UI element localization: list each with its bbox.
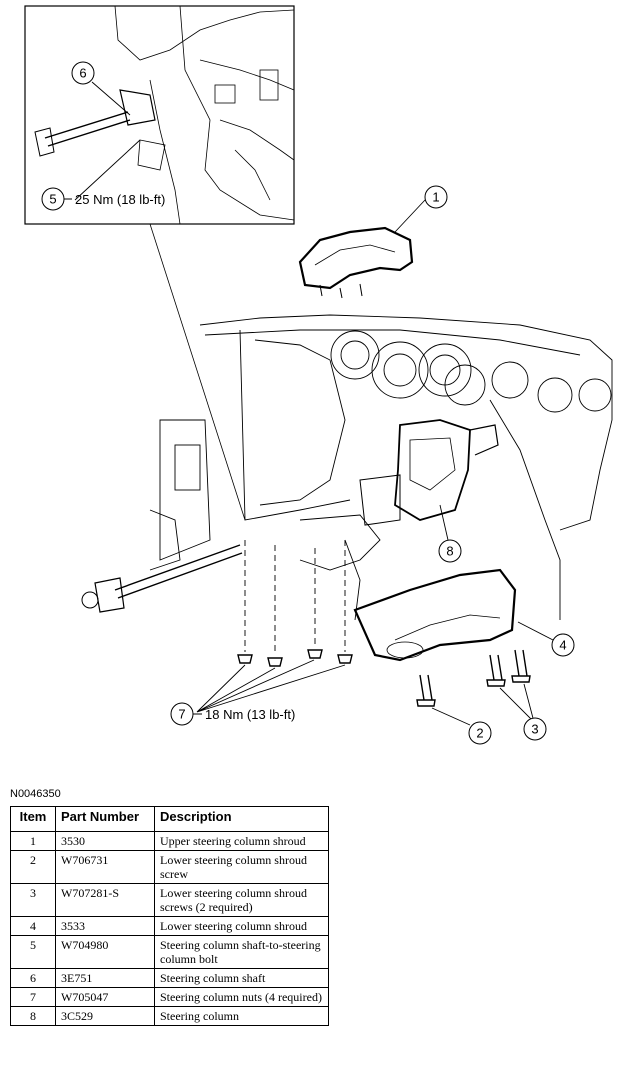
shroud-screws [416,649,531,707]
parts-table: Item Part Number Description 1 3530 Uppe… [10,806,329,1026]
instrument-panel [149,314,613,621]
table-row: 8 3C529 Steering column [10,1006,329,1026]
steering-column [359,419,499,526]
callout-8: 8 [438,539,462,563]
cell-part-number: 3E751 [55,968,155,988]
cell-item: 6 [10,968,56,988]
cell-part-number: W707281-S [55,883,155,917]
cell-description: Lower steering column shroud [154,916,329,936]
callout-7: 7 18 Nm (13 lb-ft) [170,702,295,726]
figure-reference: N0046350 [10,788,61,800]
table-row: 7 W705047 Steering column nuts (4 requir… [10,987,329,1007]
inset-leader-line [149,223,246,521]
header-description: Description [154,806,329,832]
cell-item: 1 [10,831,56,851]
table-row: 3 W707281-S Lower steering column shroud… [10,883,329,917]
svg-text:8: 8 [446,544,453,559]
inset-detail [24,5,295,225]
svg-text:3: 3 [531,722,538,737]
cell-description: Steering column shaft-to-steering column… [154,935,329,969]
table-row: 4 3533 Lower steering column shroud [10,916,329,936]
callout-4: 4 [551,633,575,657]
lower-shroud [353,568,517,662]
table-row: 5 W704980 Steering column shaft-to-steer… [10,935,329,969]
svg-text:6: 6 [79,66,86,81]
cell-description: Steering column [154,1006,329,1026]
intermediate-shaft [81,544,243,613]
header-part-number: Part Number [55,806,155,832]
cell-description: Steering column shaft [154,968,329,988]
svg-text:5: 5 [49,192,56,207]
cell-item: 7 [10,987,56,1007]
cell-part-number: 3530 [55,831,155,851]
cell-item: 2 [10,850,56,884]
svg-text:2: 2 [476,726,483,741]
table-row: 2 W706731 Lower steering column shroud s… [10,850,329,884]
torque-spec-7: 18 Nm (13 lb-ft) [205,707,295,722]
table-row: 1 3530 Upper steering column shroud [10,831,329,851]
cell-description: Lower steering column shroud screws (2 r… [154,883,329,917]
header-item: Item [10,806,56,832]
cell-part-number: W706731 [55,850,155,884]
table-header-row: Item Part Number Description [10,806,329,832]
table-row: 6 3E751 Steering column shaft [10,968,329,988]
cell-item: 3 [10,883,56,917]
cell-description: Lower steering column shroud screw [154,850,329,884]
cell-item: 4 [10,916,56,936]
cell-part-number: 3533 [55,916,155,936]
cell-part-number: 3C529 [55,1006,155,1026]
cell-part-number: W704980 [55,935,155,969]
callout-2: 2 [468,721,492,745]
cell-part-number: W705047 [55,987,155,1007]
cell-description: Upper steering column shroud [154,831,329,851]
cell-item: 8 [10,1006,56,1026]
torque-spec-5: 25 Nm (18 lb-ft) [75,192,165,207]
callout-1: 1 [424,185,448,209]
svg-text:7: 7 [178,707,185,722]
leader-lines [74,81,554,726]
callout-5: 5 25 Nm (18 lb-ft) [41,187,165,211]
cell-item: 5 [10,935,56,969]
exploded-view-diagram: 1 2 3 4 5 25 Nm (18 lb-ft) 6 7 18 Nm (13… [24,5,613,745]
cell-description: Steering column nuts (4 required) [154,987,329,1007]
svg-text:1: 1 [432,190,439,205]
column-nuts [237,540,353,667]
callout-6: 6 [71,61,95,85]
callout-3: 3 [523,717,547,741]
svg-text:4: 4 [559,638,566,653]
upper-shroud [298,226,414,299]
